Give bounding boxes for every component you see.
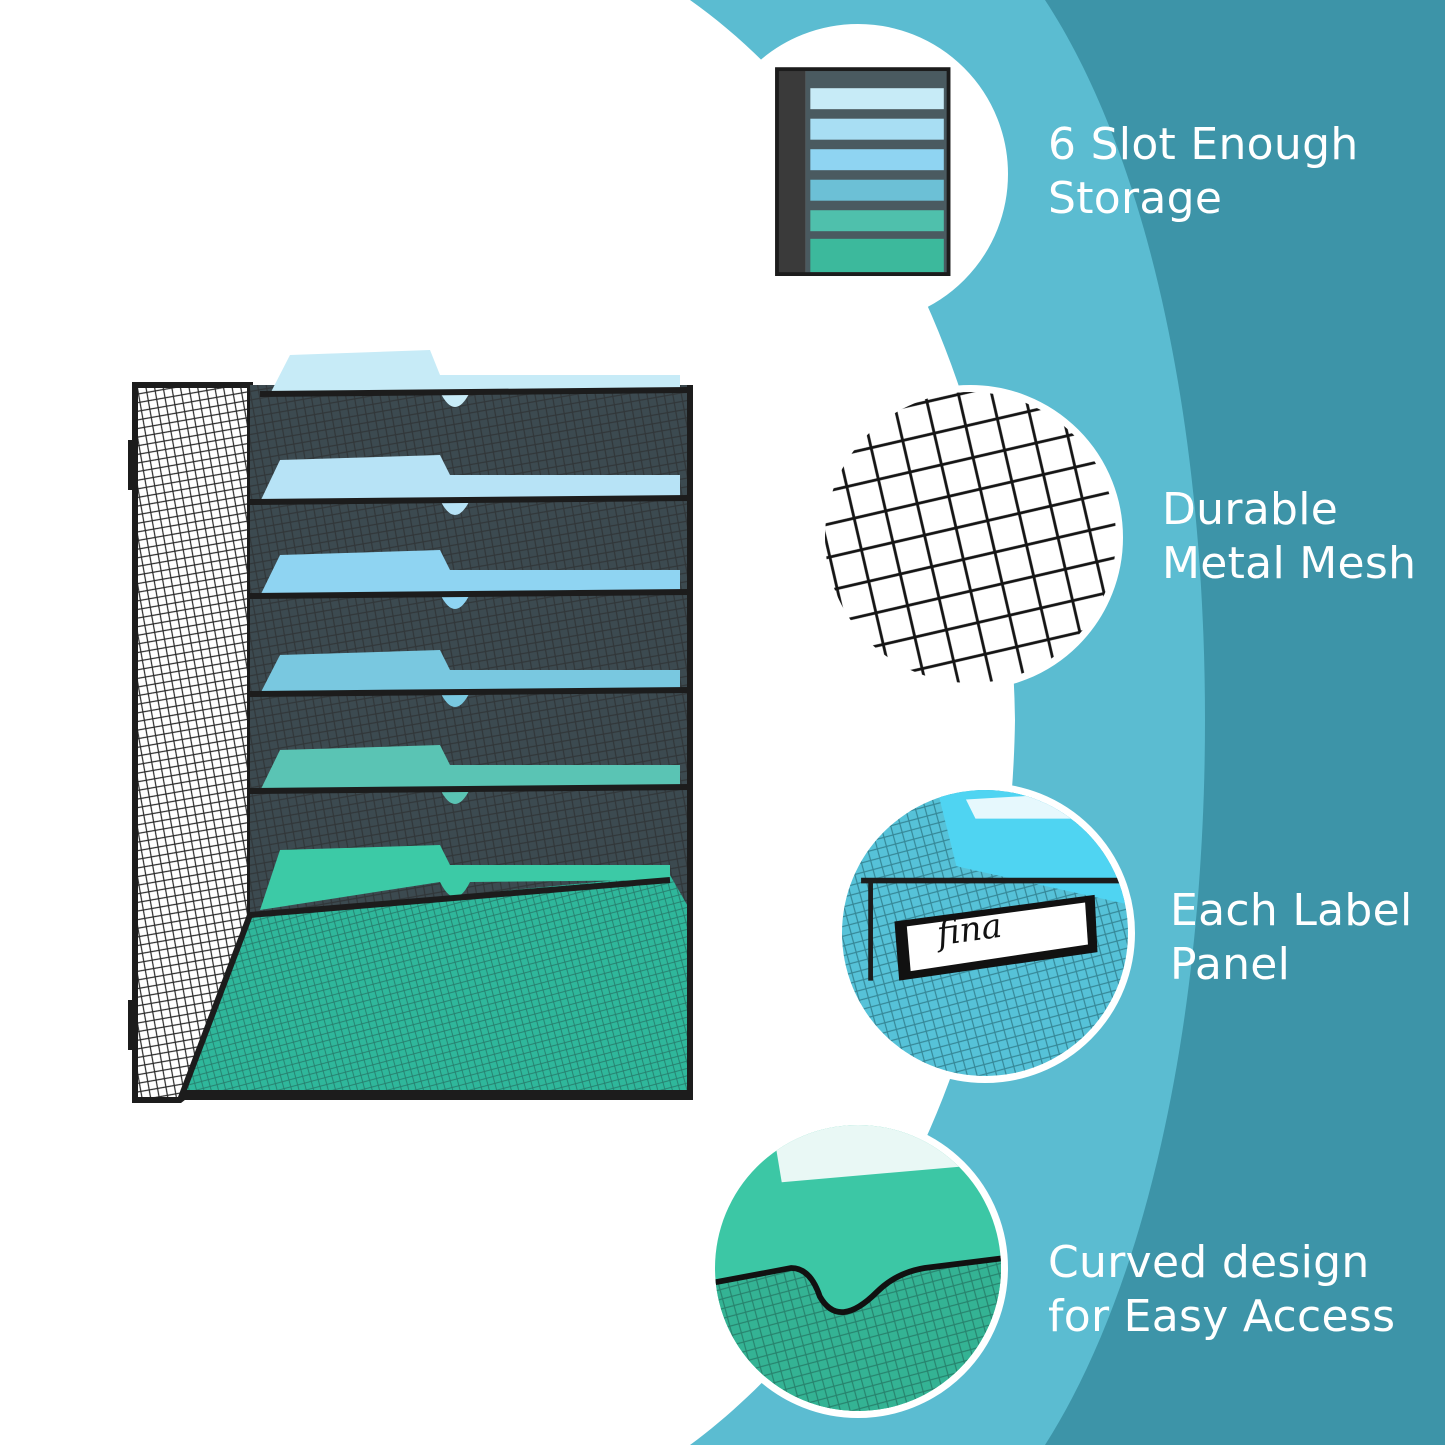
hook-top [128, 440, 138, 490]
curved-edge-icon [715, 1125, 1001, 1411]
label-circle: fina [835, 783, 1135, 1083]
folder-5 [249, 745, 691, 804]
wall-file-organizer-image [128, 350, 693, 1103]
folder-6 [249, 845, 671, 918]
folder-3 [249, 550, 691, 609]
feature-label-line2: Panel [1170, 939, 1291, 990]
label-panel-icon [842, 790, 1128, 1076]
feature-curve-line1: Curved design [1048, 1237, 1370, 1288]
feature-storage-line2: Storage [1048, 173, 1223, 224]
folder-2 [249, 455, 691, 515]
feature-curve-line2: for Easy Access [1048, 1291, 1396, 1342]
thumbnail-circle [708, 24, 1008, 324]
inner-arc-band [1045, 0, 1445, 1445]
feature-mesh-line2: Metal Mesh [1162, 538, 1417, 589]
hook-bottom [128, 1000, 138, 1050]
folder-4 [249, 650, 691, 707]
metal-mesh-icon [825, 392, 1116, 683]
feature-curve-text: Curved design for Easy Access [1048, 1236, 1395, 1344]
curve-circle [708, 1118, 1008, 1418]
organizer-thumbnail-icon [715, 31, 1001, 317]
feature-storage-text: 6 Slot Enough Storage [1048, 118, 1359, 226]
mesh-circle [818, 385, 1123, 690]
feature-mesh-line1: Durable [1162, 484, 1339, 535]
feature-mesh-text: Durable Metal Mesh [1162, 483, 1416, 591]
folder-1 [259, 350, 691, 407]
feature-label-line1: Each Label [1170, 885, 1413, 936]
feature-label-text: Each Label Panel [1170, 884, 1413, 992]
feature-storage-line1: 6 Slot Enough [1048, 119, 1359, 170]
